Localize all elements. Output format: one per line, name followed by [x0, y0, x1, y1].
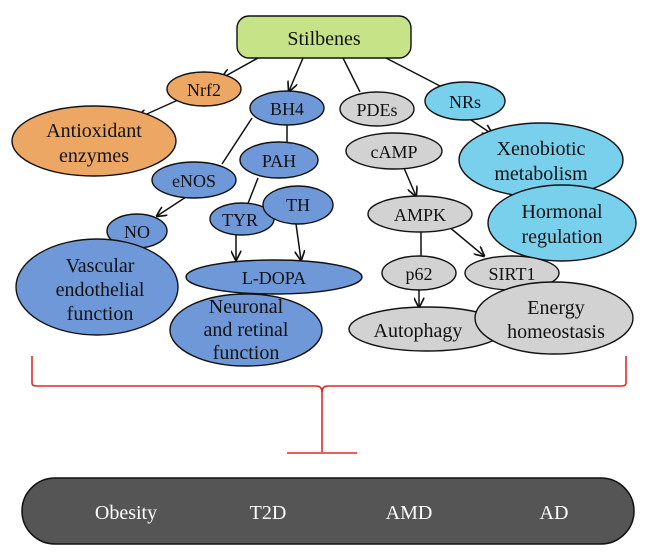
node-enos-label: eNOS [172, 171, 216, 191]
disease-t2d: T2D [250, 502, 287, 524]
edges [138, 57, 492, 307]
node-vascular-endothelial-function: Vascular endothelial function [15, 238, 179, 336]
node-camp: cAMP [345, 132, 443, 170]
node-autophagy-label: Autophagy [374, 320, 463, 342]
inhibition-bracket [31, 356, 627, 454]
node-no-label: NO [124, 222, 150, 242]
node-nrf2: Nrf2 [166, 71, 242, 107]
node-pdes-label: PDEs [356, 100, 397, 120]
node-neuronal-line2: and retinal [204, 319, 289, 341]
node-pdes: PDEs [339, 91, 415, 127]
node-enos: eNOS [151, 161, 237, 199]
node-energy-line1: Energy [527, 297, 584, 319]
node-energy-line2: homeostasis [507, 321, 605, 343]
node-xenobiotic-metabolism: Xenobiotic metabolism [458, 122, 624, 198]
disease-amd: AMD [386, 502, 433, 524]
disease-obesity: Obesity [95, 502, 157, 524]
bracket-left-arm [31, 356, 323, 452]
node-antioxidant-line1: Antioxidant [46, 120, 142, 142]
node-camp-label: cAMP [370, 142, 417, 162]
node-vascular-line2: endothelial [56, 279, 145, 301]
node-bh4-label: BH4 [270, 99, 304, 119]
node-xenobiotic-line2: metabolism [494, 163, 588, 185]
node-autophagy: Autophagy [348, 306, 506, 352]
node-hormonal-regulation: Hormonal regulation [487, 184, 637, 262]
node-neuronal-line1: Neuronal [209, 296, 284, 318]
node-stilbenes-label: Stilbenes [287, 28, 361, 50]
node-p62-label: p62 [406, 264, 433, 284]
node-xenobiotic-line1: Xenobiotic [497, 138, 586, 160]
node-nrs: NRs [424, 81, 506, 121]
node-l-dopa-label: L-DOPA [242, 268, 306, 288]
node-pah-label: PAH [262, 151, 296, 171]
edge-camp-ampk [403, 167, 416, 196]
node-energy-homeostasis: Energy homeostasis [474, 281, 634, 355]
node-nrf2-label: Nrf2 [187, 80, 221, 100]
node-tyr-label: TYR [222, 210, 258, 230]
node-vascular-line3: function [67, 303, 134, 325]
node-p62: p62 [381, 255, 457, 291]
edge-stilbenes-nrs [385, 57, 441, 87]
node-stilbenes: Stilbenes [236, 15, 412, 59]
node-ampk: AMPK [367, 195, 473, 233]
edge-stilbenes-pdes [342, 57, 361, 93]
disease-ad: AD [540, 502, 569, 524]
disease-bar: Obesity T2D AMD AD [21, 477, 635, 545]
edge-pah-tyr [246, 177, 259, 207]
node-pah: PAH [239, 141, 319, 179]
node-sirt1: SIRT1 [464, 255, 560, 291]
edge-stilbenes-nrf2 [222, 57, 259, 78]
edge-stilbenes-bh4 [289, 57, 304, 91]
node-antioxidant-enzymes: Antioxidant enzymes [11, 105, 177, 177]
node-hormonal-line2: regulation [521, 226, 602, 248]
node-th-label: TH [286, 195, 310, 215]
node-th: TH [262, 185, 334, 225]
edge-th-ldopa [296, 223, 301, 260]
node-sirt1-label: SIRT1 [489, 264, 536, 284]
node-no: NO [106, 213, 168, 249]
node-bh4: BH4 [249, 90, 325, 126]
bracket-right-arm [321, 356, 627, 393]
node-neuronal-line3: function [213, 342, 280, 364]
edge-enos-no [157, 196, 187, 216]
edge-bh4-enos [221, 117, 253, 165]
node-neuronal-retinal-function: Neuronal and retinal function [169, 293, 323, 367]
node-vascular-line1: Vascular [66, 255, 135, 277]
node-l-dopa: L-DOPA [185, 259, 363, 295]
edge-ampk-sirt1 [447, 225, 484, 256]
node-ampk-label: AMPK [394, 205, 446, 225]
node-nrs-label: NRs [449, 92, 481, 112]
node-hormonal-line1: Hormonal [521, 201, 603, 223]
node-antioxidant-line2: enzymes [59, 145, 129, 167]
